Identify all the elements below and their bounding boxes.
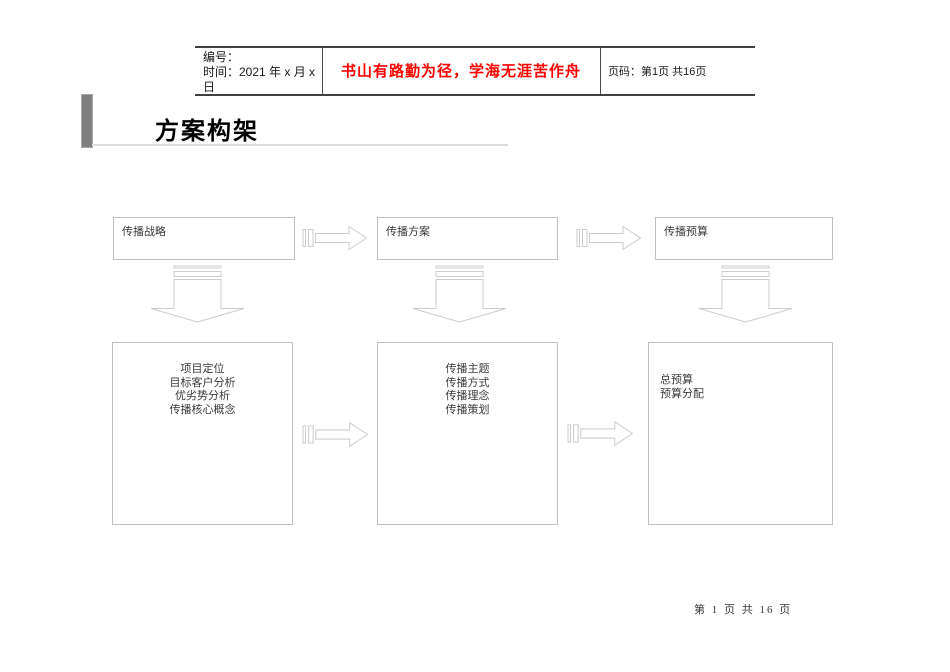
detail-line: 目标客户分析 <box>169 376 236 389</box>
detail-box-budget: 总预算 预算分配 <box>648 342 833 525</box>
striped-right-arrow-icon <box>302 421 369 448</box>
striped-right-arrow-icon <box>302 225 368 251</box>
flow-box-label: 传播预算 <box>664 226 708 238</box>
flow-box-budget: 传播预算 <box>655 217 833 260</box>
striped-down-arrow-icon <box>698 265 793 323</box>
flow-box-strategy: 传播战略 <box>113 217 295 260</box>
striped-down-arrow-icon <box>412 265 507 323</box>
header-cell-right: 页码：第1页 共16页 <box>608 47 753 94</box>
header-rule-bottom <box>195 94 755 96</box>
detail-line: 传播主题 <box>445 363 490 375</box>
header-rule-top <box>195 46 755 48</box>
detail-line: 传播方式 <box>445 376 490 389</box>
detail-line: 传播核心概念 <box>169 403 236 416</box>
striped-down-arrow-icon <box>150 265 245 323</box>
detail-line: 优劣势分析 <box>175 390 230 402</box>
footer-page-number: 第 1 页 共 16 页 <box>694 604 793 616</box>
header-motto: 书山有路勤为径，学海无涯苦作舟 <box>340 63 581 80</box>
detail-line: 传播策划 <box>445 403 490 416</box>
header-cell-divider <box>322 47 323 94</box>
header-page-info: 页码：第1页 共16页 <box>608 65 707 78</box>
page-title: 方案构架 <box>155 118 259 145</box>
title-accent-bar <box>81 94 93 148</box>
detail-line: 预算分配 <box>660 387 704 400</box>
header-cell-left: 编号： 时间：2021 年 x 月 x 日 <box>203 50 318 95</box>
detail-line: 传播理念 <box>445 390 490 402</box>
detail-box-strategy: 项目定位 目标客户分析 优劣势分析 传播核心概念 <box>112 342 293 525</box>
striped-right-arrow-icon <box>567 420 634 447</box>
header-cell-divider <box>600 47 601 94</box>
detail-line: 总预算 <box>660 374 693 386</box>
flow-box-plan: 传播方案 <box>377 217 558 260</box>
document-date-label: 时间：2021 年 x 月 x 日 <box>203 65 316 94</box>
flow-box-label: 传播战略 <box>122 226 166 238</box>
document-id-label: 编号： <box>203 50 240 64</box>
flow-box-label: 传播方案 <box>386 226 430 238</box>
title-underline <box>92 144 508 146</box>
detail-box-plan: 传播主题 传播方式 传播理念 传播策划 <box>377 342 558 525</box>
header-cell-center: 书山有路勤为径，学海无涯苦作舟 <box>323 47 599 94</box>
detail-line: 项目定位 <box>180 363 225 375</box>
striped-right-arrow-icon <box>576 225 642 251</box>
